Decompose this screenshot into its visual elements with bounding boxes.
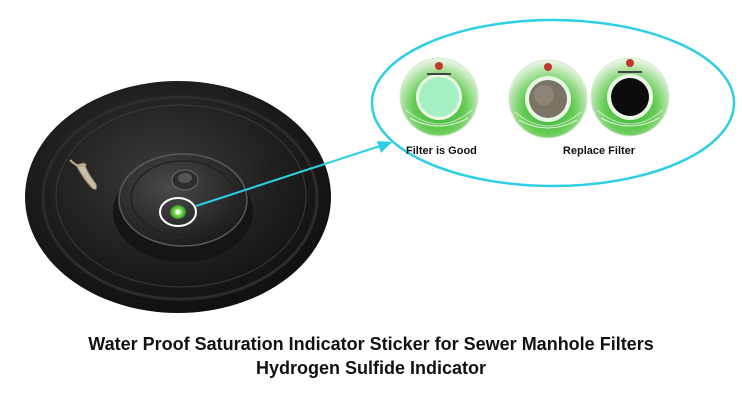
brand-logo-icon [435, 62, 443, 70]
replace-filter-label: Replace Filter [562, 145, 636, 157]
product-title: Water Proof Saturation Indicator Sticker… [88, 334, 654, 354]
brand-logo-icon [544, 63, 552, 71]
indicator-sticker-saturated [590, 57, 670, 137]
sticker-location-highlight [159, 197, 197, 227]
product-subtitle: Hydrogen Sulfide Indicator [255, 358, 487, 378]
brand-logo-icon [626, 59, 634, 67]
indicator-sticker-partial [508, 59, 588, 139]
indicator-sticker-good [399, 57, 479, 137]
filter-good-label: Filter is Good [406, 145, 477, 157]
callout-arrow [195, 141, 392, 207]
